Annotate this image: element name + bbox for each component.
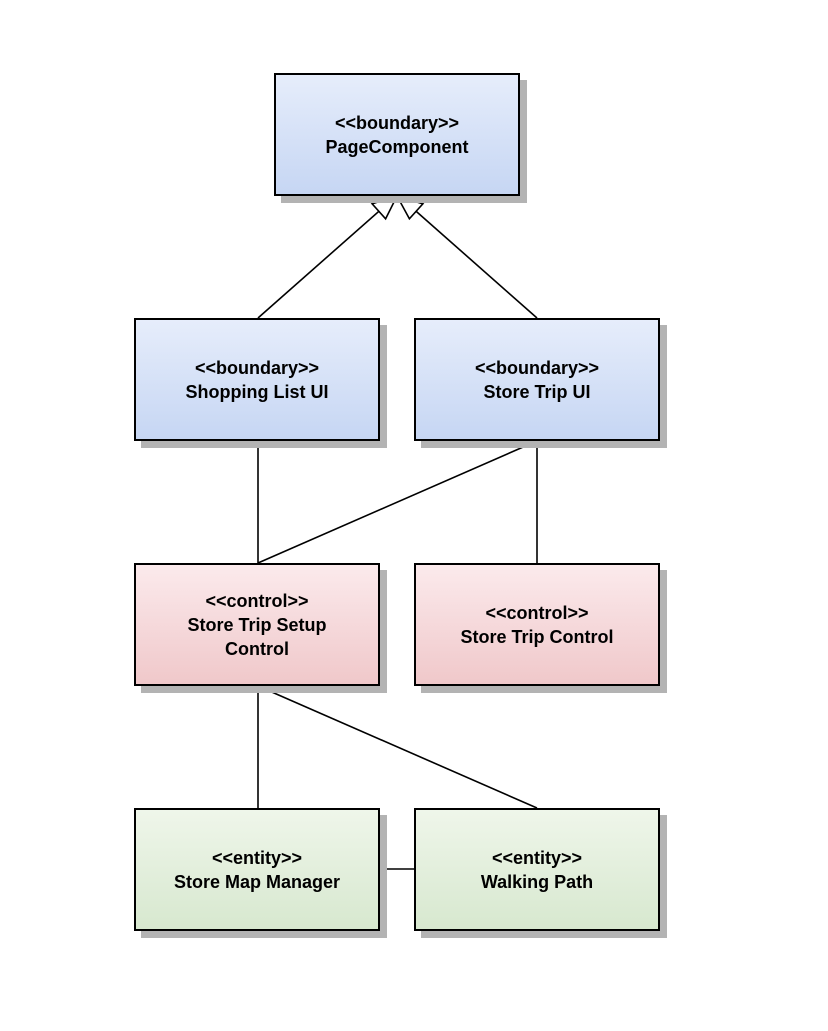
node-stereotype: <<boundary>> [194,357,320,378]
node-label: PageComponent [325,136,469,157]
node-label: Store Map Manager [173,871,341,892]
node-label: Store Trip UI [483,381,591,402]
node-label: Shopping List UI [185,381,329,402]
node-stereotype: <<boundary>> [334,112,460,133]
generalization-arrowhead-left [370,194,399,221]
edge-store-trip-ui-to-page-component [408,204,538,319]
node-stereotype: <<entity>> [491,847,583,868]
node-stereotype: <<boundary>> [474,357,600,378]
node-shopping-list-ui[interactable]: <<boundary>> Shopping List UI [134,318,380,441]
node-store-trip-setup-control[interactable]: <<control>> Store Trip Setup Control [134,563,380,686]
node-label: Walking Path [480,871,594,892]
node-stereotype: <<control>> [485,602,589,623]
node-walking-path[interactable]: <<entity>> Walking Path [414,808,660,931]
node-page-component[interactable]: <<boundary>> PageComponent [274,73,520,196]
node-store-trip-ui[interactable]: <<boundary>> Store Trip UI [414,318,660,441]
node-stereotype: <<entity>> [211,847,303,868]
edge-shopping-list-ui-to-page-component [257,204,387,319]
node-store-trip-control[interactable]: <<control>> Store Trip Control [414,563,660,686]
edge-setup-control-to-walking-path [257,685,538,809]
generalization-arrowhead-right [395,194,425,221]
node-label: Store Trip Control [460,626,614,647]
node-label: Store Trip Setup Control [187,614,327,659]
node-stereotype: <<control>> [205,590,309,611]
edge-store-trip-ui-to-setup-control [257,440,538,564]
node-store-map-manager[interactable]: <<entity>> Store Map Manager [134,808,380,931]
